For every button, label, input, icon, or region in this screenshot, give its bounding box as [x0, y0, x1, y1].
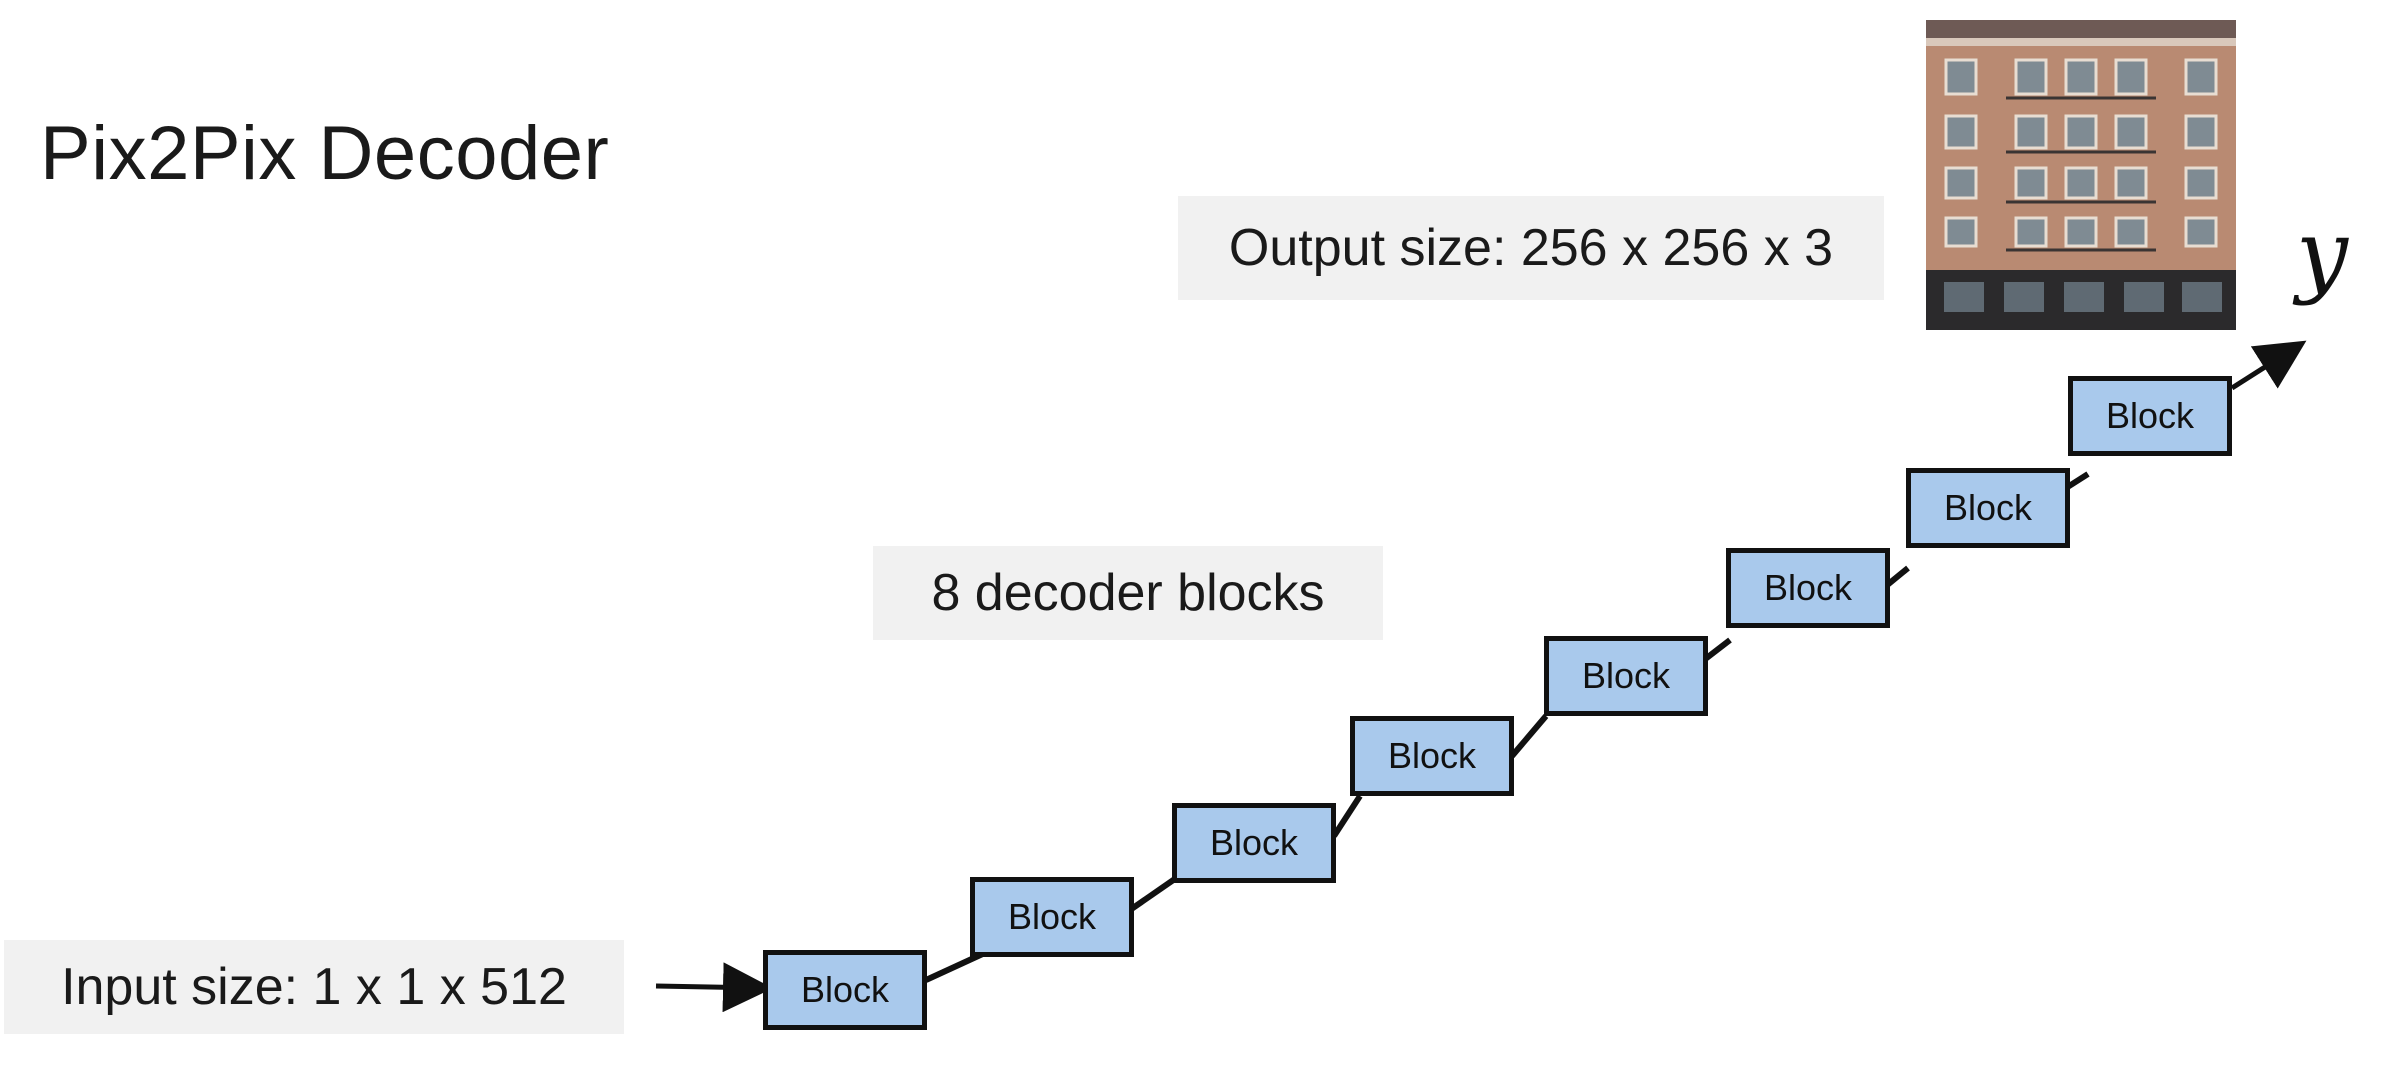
decoder-block-1: Block: [763, 950, 927, 1030]
connector-line: [1331, 794, 1363, 838]
slide-title: Pix2Pix Decoder: [40, 111, 610, 196]
connector-line: [1702, 637, 1732, 663]
decoder-block-5: Block: [1544, 636, 1708, 716]
output-arrow: [2230, 340, 2307, 391]
input-arrow: [655, 962, 773, 1013]
decoder-blocks-label: 8 decoder blocks: [873, 546, 1383, 640]
decoder-block-2: Block: [970, 877, 1134, 957]
decoder-block-4: Block: [1350, 716, 1514, 796]
output-size-label: Output size: 256 x 256 x 3: [1178, 196, 1884, 300]
decoder-block-7: Block: [1906, 468, 2070, 548]
decoder-block-3: Block: [1172, 803, 1336, 883]
connector-line: [1509, 714, 1549, 758]
output-building-image: [1926, 20, 2236, 330]
output-y-symbol: y: [2296, 200, 2348, 307]
decoder-block-6: Block: [1726, 548, 1890, 628]
input-size-label: Input size: 1 x 1 x 512: [4, 940, 624, 1034]
decoder-block-8: Block: [2068, 376, 2232, 456]
